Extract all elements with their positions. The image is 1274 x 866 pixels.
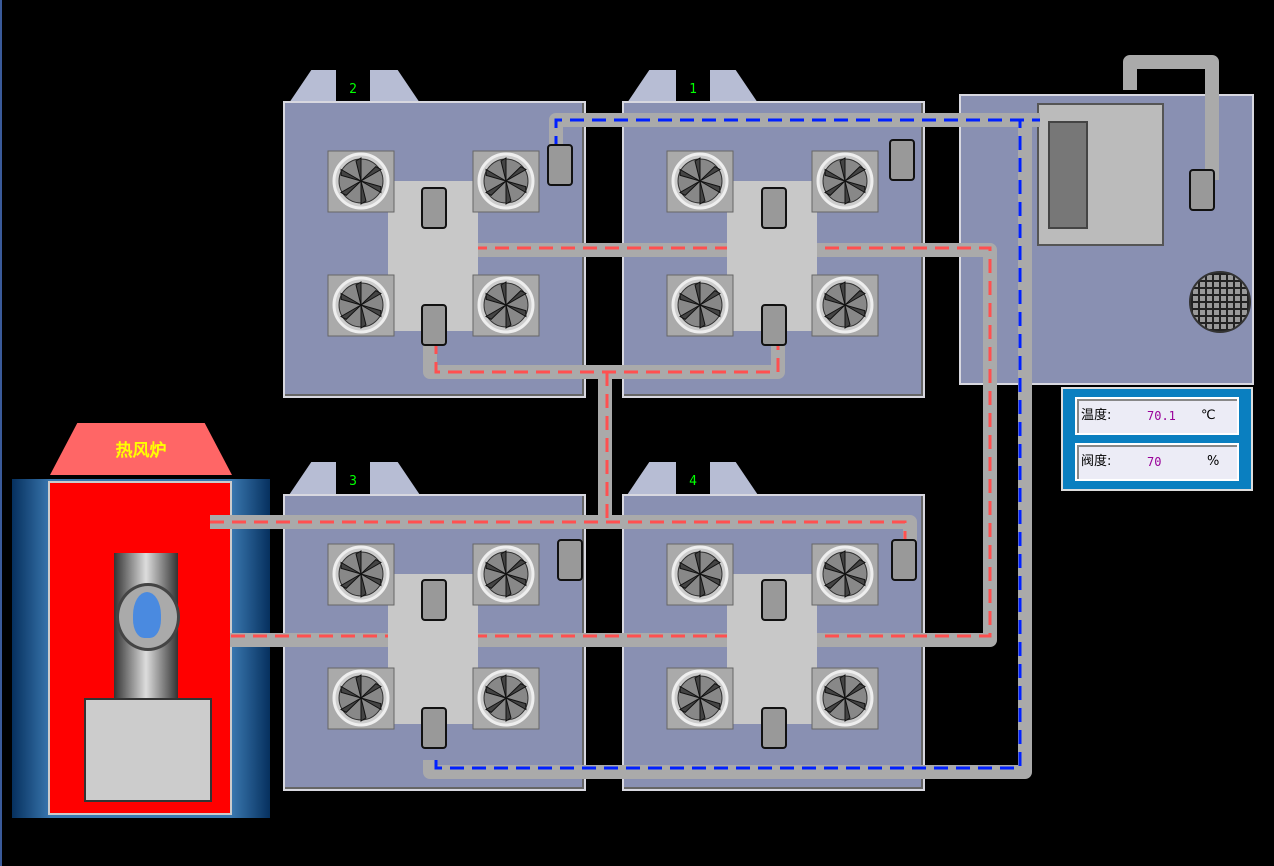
fan-icon[interactable] <box>811 274 879 337</box>
fan-icon[interactable] <box>666 150 734 213</box>
fan-icon[interactable] <box>811 150 879 213</box>
filter-valve-icon[interactable] <box>891 539 917 581</box>
filter-valve-icon[interactable] <box>421 187 447 229</box>
valve-row: 阀度: 70 % <box>1075 443 1239 481</box>
status-panel: 温度: 70.1 ℃ 阀度: 70 % <box>1061 387 1253 491</box>
fan-icon[interactable] <box>327 667 395 730</box>
filter-valve-icon[interactable] <box>761 187 787 229</box>
temperature-label: 温度: <box>1081 408 1112 423</box>
fan-icon[interactable] <box>666 543 734 606</box>
fan-icon[interactable] <box>472 274 540 337</box>
chamber-1-number: 1 <box>676 70 710 106</box>
valve-label: 阀度: <box>1081 454 1112 469</box>
valve-value: 70 <box>1147 455 1162 469</box>
blower-housing <box>1037 103 1164 246</box>
temperature-unit: ℃ <box>1201 408 1216 423</box>
temperature-row: 温度: 70.1 ℃ <box>1075 397 1239 435</box>
filter-valve-icon[interactable] <box>761 579 787 621</box>
filter-valve-icon[interactable] <box>761 304 787 346</box>
fan-icon[interactable] <box>811 543 879 606</box>
fan-icon[interactable] <box>472 150 540 213</box>
exhaust-grille-icon <box>1189 271 1251 333</box>
fan-icon[interactable] <box>327 543 395 606</box>
chamber-4-number: 4 <box>676 462 710 498</box>
valve-unit: % <box>1207 454 1220 469</box>
fan-icon[interactable] <box>811 667 879 730</box>
chamber-2-number: 2 <box>336 70 370 106</box>
chamber-3-number: 3 <box>336 462 370 498</box>
burner-motor <box>84 698 212 802</box>
fan-icon[interactable] <box>327 274 395 337</box>
filter-valve-icon[interactable] <box>761 707 787 749</box>
filter-valve-icon[interactable] <box>421 304 447 346</box>
temperature-value: 70.1 <box>1147 409 1176 423</box>
filter-valve-icon[interactable] <box>421 579 447 621</box>
filter-valve-icon[interactable] <box>547 144 573 186</box>
flame-icon <box>116 583 180 651</box>
filter-valve-icon[interactable] <box>557 539 583 581</box>
fan-icon[interactable] <box>327 150 395 213</box>
fan-icon[interactable] <box>472 543 540 606</box>
fan-icon[interactable] <box>472 667 540 730</box>
fan-icon[interactable] <box>666 667 734 730</box>
hot-air-furnace[interactable] <box>12 479 270 818</box>
fan-icon[interactable] <box>666 274 734 337</box>
filter-valve-icon[interactable] <box>1189 169 1215 211</box>
filter-valve-icon[interactable] <box>421 707 447 749</box>
filter-valve-icon[interactable] <box>889 139 915 181</box>
furnace-label: 热风炉 <box>50 423 232 475</box>
left-border <box>0 0 2 866</box>
